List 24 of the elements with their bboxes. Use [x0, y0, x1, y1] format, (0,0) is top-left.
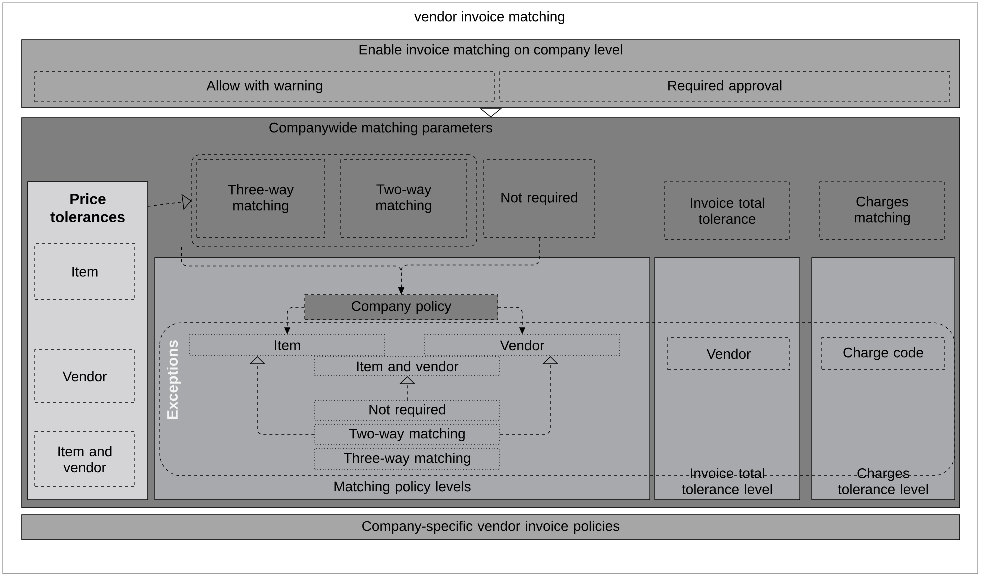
- level-box: Not required: [314, 400, 500, 422]
- option-box: Charge code: [822, 338, 946, 370]
- region-label: Exceptions: [167, 340, 181, 419]
- band: Company-specific vendor invoice policies: [22, 514, 960, 540]
- option-box: Item and vendor: [34, 432, 136, 488]
- option-box: Invoice total tolerance: [664, 182, 790, 240]
- option-box: Two-way matching: [340, 160, 468, 238]
- option-box: Required approval: [500, 72, 950, 102]
- option-box: Vendor: [34, 350, 136, 404]
- level-box: Three-way matching: [314, 448, 500, 470]
- option-box: Not required: [484, 160, 596, 238]
- level-box: Vendor: [424, 334, 620, 356]
- policy-box: Company policy: [304, 294, 498, 320]
- level-box: Item and vendor: [314, 356, 500, 376]
- level-box: Item: [190, 334, 386, 356]
- group-outline: [192, 154, 478, 248]
- level-box: Two-way matching: [314, 424, 500, 446]
- title: vendor invoice matching: [414, 11, 565, 24]
- option-box: Allow with warning: [34, 72, 496, 102]
- option-box: Item: [34, 244, 136, 300]
- option-box: Three-way matching: [196, 160, 326, 238]
- option-box: Charges matching: [820, 182, 946, 240]
- arrow: [249, 356, 316, 436]
- option-box: Vendor: [668, 338, 790, 370]
